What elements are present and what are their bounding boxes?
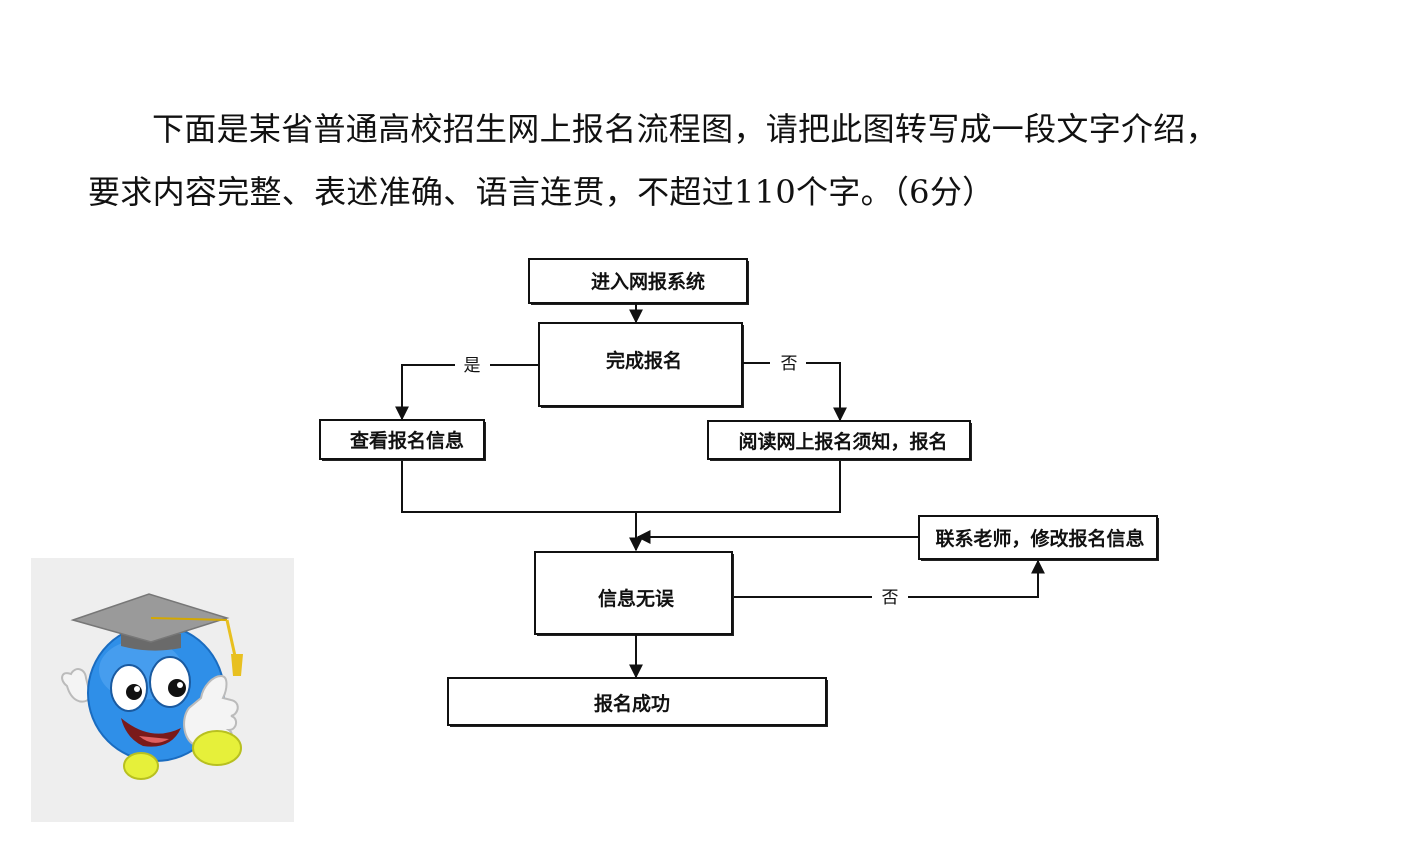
node-contact-teacher-label: 联系老师，修改报名信息 xyxy=(935,527,1144,550)
node-view-info: 查看报名信息 xyxy=(319,419,486,461)
node-enter-system-label: 进入网报系统 xyxy=(591,270,705,293)
mascot-right-foot-icon xyxy=(192,730,242,766)
question-line-1: 下面是某省普通高校招生网上报名流程图，请把此图转写成一段文字介绍， xyxy=(152,110,1218,148)
node-read-notice: 阅读网上报名须知，报名 xyxy=(707,420,972,461)
node-registration-success: 报名成功 xyxy=(447,677,828,727)
edge-yes-label: 是 xyxy=(464,356,481,376)
mascot-eyes-icon xyxy=(110,656,191,712)
edge-no-to-read-notice xyxy=(806,362,847,422)
mascot-graduation-cap-icon xyxy=(70,593,243,676)
node-contact-teacher: 联系老师，修改报名信息 xyxy=(918,515,1159,561)
node-view-info-label: 查看报名信息 xyxy=(349,429,464,452)
node-info-correct-label: 信息无误 xyxy=(598,587,675,610)
edge-view-info-merge xyxy=(401,461,636,513)
node-registration-completed: 完成报名 xyxy=(538,322,744,408)
question-line-2: 要求内容完整、表述准确、语言连贯，不超过110个字。（6分） xyxy=(88,173,995,211)
node-registration-success-label: 报名成功 xyxy=(594,692,670,715)
edge-no-top-label: 否 xyxy=(781,354,798,374)
node-read-notice-label: 阅读网上报名须知，报名 xyxy=(738,430,947,453)
graduation-cap-mascot-icon xyxy=(61,593,243,780)
edge-no-bottom-label: 否 xyxy=(882,588,899,608)
node-info-correct: 信息无误 xyxy=(534,551,734,636)
edge-read-notice-merge xyxy=(636,461,841,513)
edge-yes-to-view-info xyxy=(395,364,455,421)
node-enter-system: 进入网报系统 xyxy=(528,258,749,305)
question-text: 下面是某省普通高校招生网上报名流程图，请把此图转写成一段文字介绍， 要求内容完整… xyxy=(88,98,1328,224)
node-registration-completed-label: 完成报名 xyxy=(606,349,682,372)
mascot-panel xyxy=(31,558,294,822)
edge-no-to-contact xyxy=(908,559,1045,598)
mascot-left-foot-icon xyxy=(123,752,159,780)
mascot-left-hand-icon xyxy=(61,668,93,703)
